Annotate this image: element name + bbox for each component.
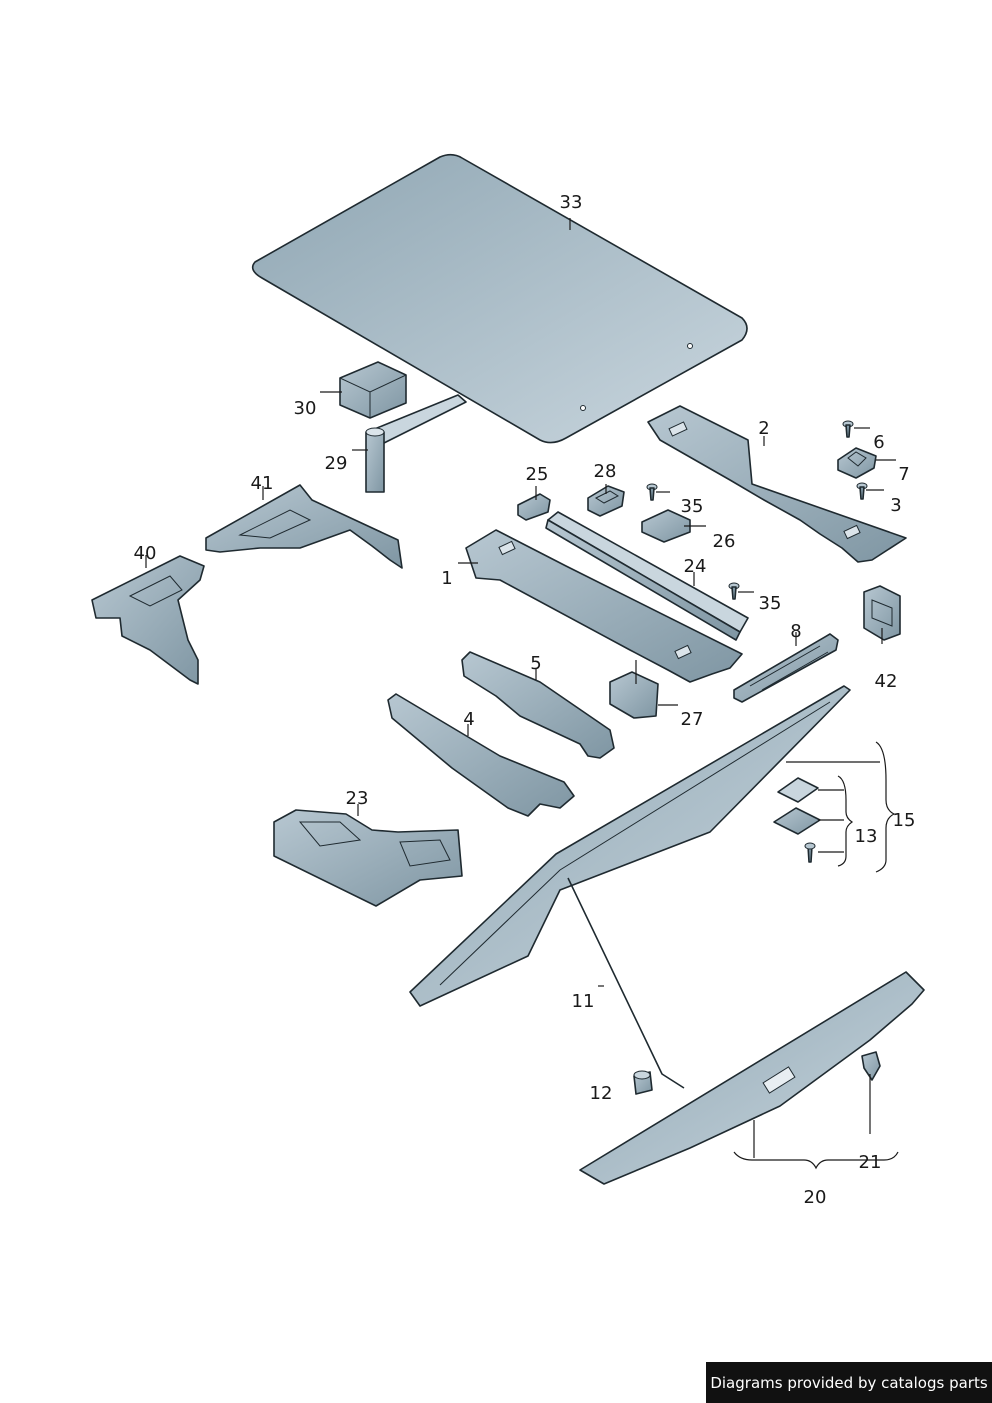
callout-42: 42 — [875, 671, 898, 692]
part-42-bracket — [863, 585, 901, 641]
callout-30: 30 — [294, 398, 317, 419]
part-40-bracket — [91, 555, 205, 685]
part-1-side-trim — [465, 529, 743, 683]
leader-lines — [145, 218, 899, 1170]
part-30-foam-box — [339, 361, 407, 419]
part-26-small-bracket — [641, 509, 691, 543]
part-11-support-rod — [567, 877, 685, 1089]
part-29-rod — [365, 394, 467, 493]
callout-8: 8 — [790, 621, 801, 642]
credit-banner: Diagrams provided by catalogs parts — [706, 1362, 992, 1403]
screw-35-upper — [646, 483, 658, 501]
callout-35-upper: 35 — [681, 496, 704, 517]
screw-3 — [856, 482, 868, 500]
callout-24: 24 — [684, 556, 707, 577]
part-4-rail — [387, 693, 575, 817]
part-8-rail — [733, 633, 839, 703]
callout-41: 41 — [251, 473, 274, 494]
callout-27: 27 — [681, 709, 704, 730]
part-2-side-trim — [647, 405, 907, 563]
callout-3: 3 — [890, 495, 901, 516]
callout-23: 23 — [346, 788, 369, 809]
part-41-bracket — [205, 484, 403, 569]
callout-35-lower: 35 — [759, 593, 782, 614]
part-21-clip — [861, 1051, 881, 1081]
callout-4: 4 — [463, 709, 474, 730]
part-25-clip — [517, 493, 551, 521]
part-24-cover-strip — [545, 511, 749, 641]
part-28-latch — [587, 485, 625, 517]
callout-13: 13 — [855, 826, 878, 847]
part-12-buffer — [633, 1070, 653, 1095]
part-27-block — [609, 671, 659, 719]
callout-40: 40 — [134, 543, 157, 564]
callout-7: 7 — [898, 464, 909, 485]
callout-5: 5 — [530, 653, 541, 674]
callout-28: 28 — [594, 461, 617, 482]
part-13-cover — [773, 777, 821, 863]
part-15-floor-cover — [409, 685, 851, 1007]
part-5-rail — [461, 651, 615, 759]
callout-11: 11 — [572, 991, 595, 1012]
screw-6 — [842, 420, 854, 438]
callout-25: 25 — [526, 464, 549, 485]
callout-6: 6 — [873, 432, 884, 453]
part-7-tie-down-eye — [837, 447, 877, 479]
part-20-sill-trim — [579, 971, 925, 1185]
callout-labels: 33 30 29 41 40 25 28 35 26 2 6 7 3 24 35… — [134, 192, 916, 1208]
callout-12: 12 — [590, 1083, 613, 1104]
callout-26: 26 — [713, 531, 736, 552]
screw-35-lower — [728, 582, 740, 600]
callout-2: 2 — [758, 418, 769, 439]
callout-21: 21 — [859, 1152, 882, 1173]
part-23-foam-insert — [273, 809, 463, 907]
callout-15: 15 — [893, 810, 916, 831]
part-33-floor-panel — [251, 153, 748, 444]
callout-29: 29 — [325, 453, 348, 474]
callout-33: 33 — [560, 192, 583, 213]
callout-1: 1 — [441, 568, 452, 589]
callout-20: 20 — [804, 1187, 827, 1208]
